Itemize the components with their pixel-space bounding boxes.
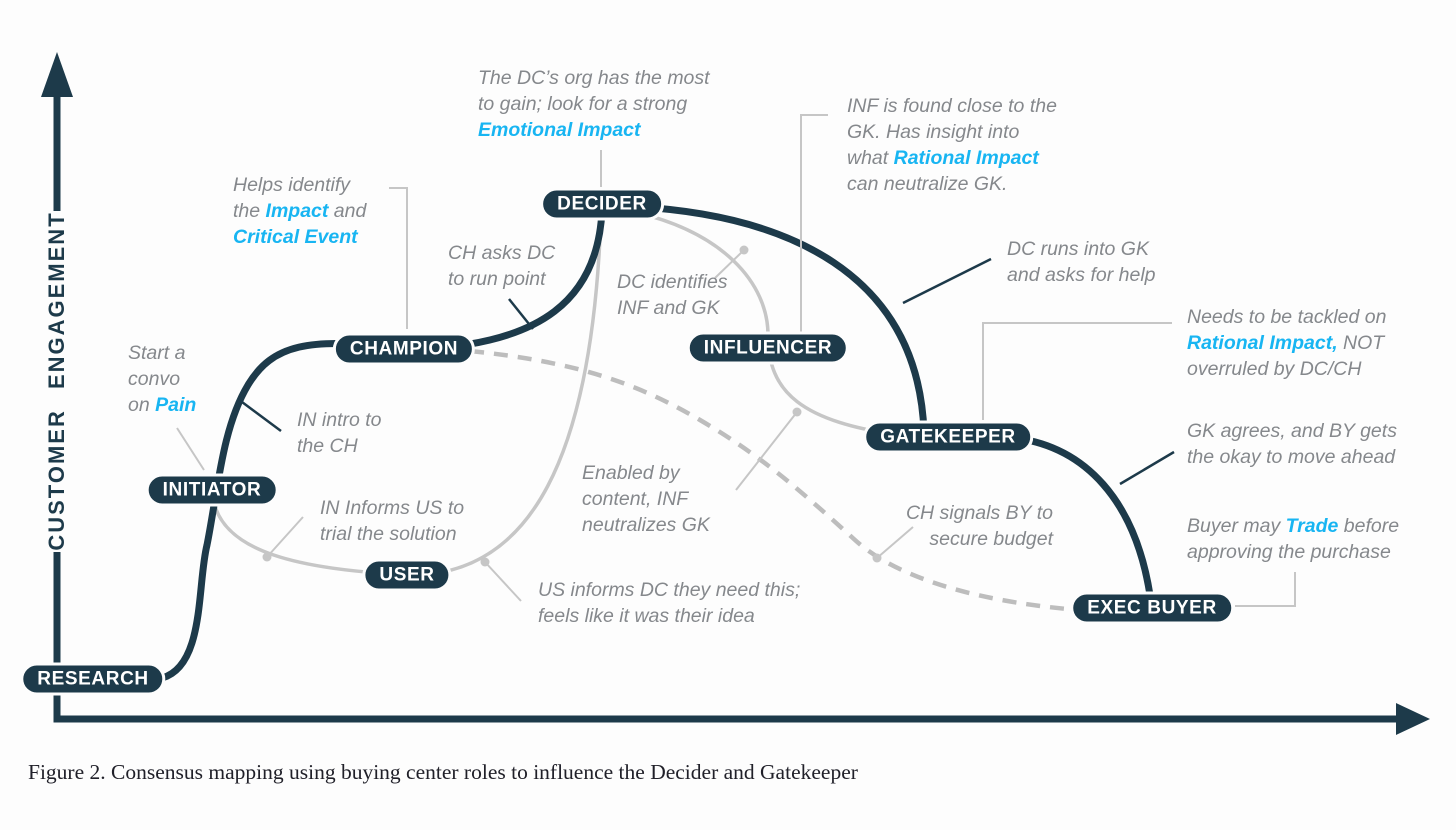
main-curve-decider-to-gatekeeper <box>616 202 928 436</box>
leader-buyer-trade <box>1235 572 1296 607</box>
note-line: approving the purchase <box>1187 541 1391 563</box>
note-line: IN intro to <box>297 409 382 431</box>
note-line: DC identifies <box>617 271 728 293</box>
note-highlight: Impact <box>265 200 329 222</box>
main-curve-research-to-champion <box>158 339 408 682</box>
leader-dc-identifies <box>714 249 745 279</box>
note-line: and <box>328 200 367 222</box>
note-buyer-trade: Buyer may Trade before approving the pur… <box>1187 513 1399 565</box>
leader-ch-signals <box>876 526 914 559</box>
leader-helps-identify <box>389 187 408 329</box>
y-axis-label: CUSTOMER ENGAGEMENT <box>44 211 69 551</box>
note-enabled-by: Enabled by content, INF neutralizes GK <box>582 460 710 538</box>
node-decider: DECIDER <box>540 187 664 221</box>
leader-start-convo <box>176 427 205 471</box>
note-line: CH signals BY to <box>905 502 1053 524</box>
note-in-intro: IN intro to the CH <box>297 407 382 459</box>
note-line: IN Informs US to <box>320 497 465 519</box>
note-highlight: Critical Event <box>233 226 358 248</box>
anchor-dot-dc-identifies <box>739 245 749 255</box>
note-line: The DC’s org has the most <box>478 67 710 89</box>
anchor-dot-in-informs <box>262 552 272 562</box>
note-dc-identifies: DC identifies INF and GK <box>617 269 728 321</box>
note-line: INF and GK <box>617 297 720 319</box>
note-ch-signals: CH signals BY to secure budget <box>893 500 1053 552</box>
leader-enabled-by <box>735 411 798 491</box>
note-dc-runs: DC runs into GK and asks for help <box>1007 236 1156 288</box>
note-line: overruled by DC/CH <box>1187 358 1362 380</box>
leader-ch-asks <box>508 298 534 330</box>
note-line: neutralizes GK <box>582 514 710 536</box>
leader-inf-found <box>800 114 828 332</box>
node-research: RESEARCH <box>20 662 166 696</box>
note-line: GK. Has insight into <box>847 121 1020 143</box>
note-line: content, INF <box>582 488 689 510</box>
note-needs-tackled: Needs to be tackled on Rational Impact, … <box>1187 304 1386 382</box>
leader-us-informs <box>484 561 522 602</box>
note-in-informs: IN Informs US to trial the solution <box>320 495 464 547</box>
y-axis-arrowhead-icon <box>41 52 73 97</box>
note-line: and asks for help <box>1007 264 1156 286</box>
note-inf-found: INF is found close to the GK. Has insigh… <box>847 93 1057 197</box>
note-us-informs: US informs DC they need this; feels like… <box>538 577 800 629</box>
note-line: trial the solution <box>320 523 457 545</box>
note-line: INF is found close to the <box>847 95 1057 117</box>
node-initiator: INITIATOR <box>145 473 279 507</box>
figure-caption: Figure 2. Consensus mapping using buying… <box>28 760 858 784</box>
note-line: Start a <box>128 342 186 364</box>
note-line: GK agrees, and BY gets <box>1187 420 1397 442</box>
note-line: to run point <box>448 268 546 290</box>
note-gk-agrees: GK agrees, and BY gets the okay to move … <box>1187 418 1397 470</box>
anchor-dot-enabled-by <box>792 407 802 417</box>
note-highlight: Trade <box>1285 515 1339 537</box>
note-line: secure budget <box>929 528 1053 550</box>
leader-dc-runs <box>902 257 992 305</box>
note-line: Enabled by <box>582 462 680 484</box>
note-dcs-org: The DC’s org has the most to gain; look … <box>478 65 710 143</box>
note-line: CH asks DC <box>448 242 556 264</box>
note-line: Buyer may <box>1187 515 1286 537</box>
note-line: on <box>128 394 156 416</box>
note-line: what <box>847 147 894 169</box>
note-line: feels like it was their idea <box>538 605 755 627</box>
node-influencer: INFLUENCER <box>686 331 850 365</box>
note-line: the <box>233 200 266 222</box>
note-line: convo <box>128 368 181 390</box>
x-axis-arrowhead-icon <box>1396 703 1430 735</box>
note-highlight: Emotional Impact <box>478 119 641 141</box>
note-line: before <box>1338 515 1400 537</box>
note-line: Helps identify <box>233 174 351 196</box>
note-line: to gain; look for a strong <box>478 93 688 115</box>
node-gatekeeper: GATEKEEPER <box>863 420 1033 454</box>
note-line: the okay to move ahead <box>1187 446 1396 468</box>
note-highlight: Rational Impact, <box>1187 332 1338 354</box>
note-line: US informs DC they need this; <box>538 579 801 601</box>
note-line: Needs to be tackled on <box>1187 306 1387 328</box>
leader-in-informs <box>266 516 304 558</box>
note-highlight: Rational Impact <box>893 147 1039 169</box>
note-helps-identify: Helps identify the Impact and Critical E… <box>233 172 366 250</box>
node-user: USER <box>362 558 452 592</box>
anchor-dot-us-informs <box>480 557 490 567</box>
note-ch-asks: CH asks DC to run point <box>448 240 555 292</box>
leader-needs-tackled <box>982 322 1172 420</box>
leader-in-intro <box>241 400 282 433</box>
note-highlight: Pain <box>155 394 197 416</box>
note-line: can neutralize GK. <box>847 173 1008 195</box>
note-line: NOT <box>1337 332 1385 354</box>
node-exec-buyer: EXEC BUYER <box>1070 591 1234 625</box>
leader-gk-agrees <box>1119 450 1175 486</box>
dashed-curve-champion-to-exec-buyer <box>469 348 1079 613</box>
node-champion: CHAMPION <box>332 332 476 366</box>
anchor-dot-ch-signals <box>872 553 882 563</box>
gray-curve-user-to-decider <box>428 213 603 576</box>
note-start-convo: Start a convo on Pain <box>128 340 196 418</box>
note-line: the CH <box>297 435 358 457</box>
main-curve-gatekeeper-to-exec-buyer <box>1011 434 1154 599</box>
note-line: DC runs into GK <box>1007 238 1149 260</box>
